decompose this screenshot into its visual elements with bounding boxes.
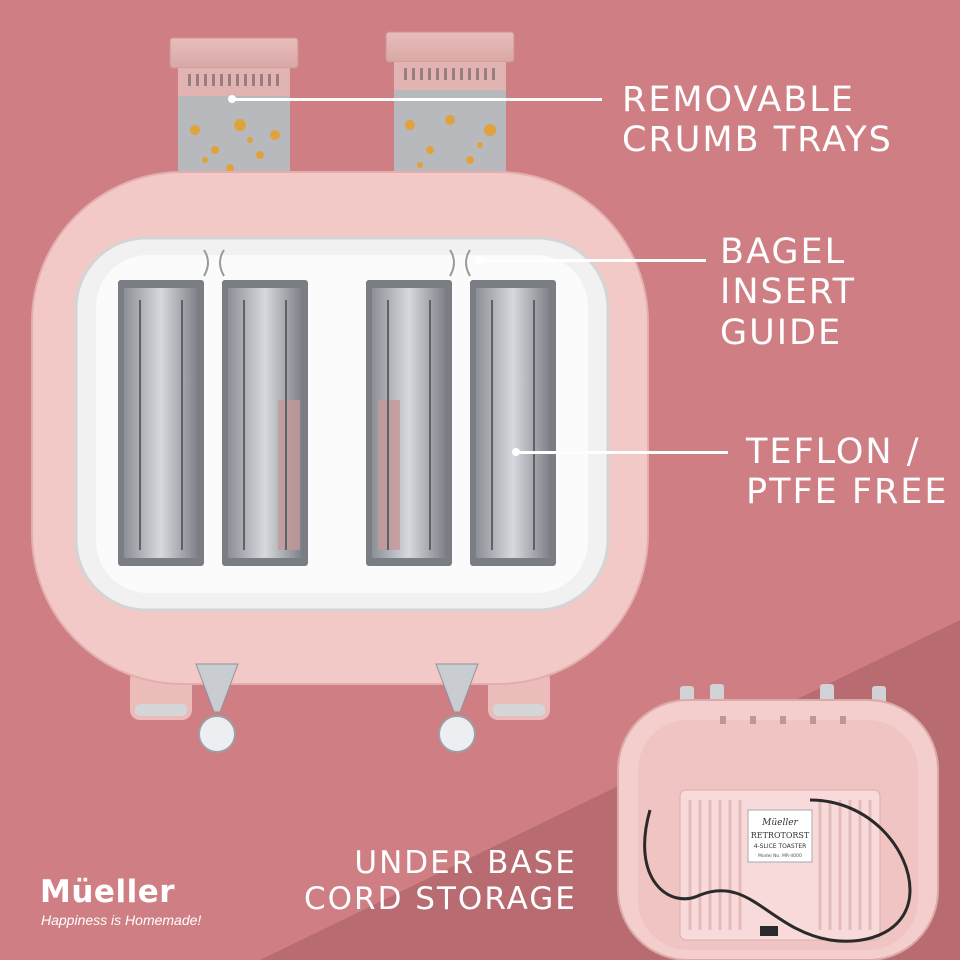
callout-teflon-line1: TEFLON / — [746, 432, 921, 472]
callout-bagel-line1: BAGEL — [720, 232, 847, 272]
crumb-tray-left — [169, 37, 299, 178]
lever-right — [435, 663, 479, 753]
bread-slots — [118, 280, 556, 566]
crumb-tray-right — [385, 31, 515, 178]
callout-bagel-line2: INSERT — [720, 272, 856, 313]
base-label-line1: RETROTORST — [751, 831, 810, 840]
callout-cord-storage: UNDER BASE CORD STORAGE — [304, 845, 577, 917]
callout-cord-line2: CORD STORAGE — [304, 880, 577, 917]
base-label-line3: Model No. MR-4000 — [758, 853, 802, 859]
callout-bagel-guide: BAGEL INSERT GUIDE — [720, 232, 856, 353]
base-label-line2: 4-SLICE TOASTER — [754, 843, 807, 850]
callout-crumb-line2: CRUMB TRAYS — [622, 120, 893, 161]
base-label-brand: Müeller — [761, 818, 798, 828]
bagel-guide-left — [203, 249, 225, 277]
lever-left — [195, 663, 239, 753]
callout-teflon-line2: PTFE FREE — [746, 472, 949, 513]
underside-image: Müeller RETROTORST 4-SLICE TOASTER Model… — [617, 684, 939, 960]
callout-leader-crumb — [232, 98, 602, 101]
callout-bagel-line3: GUIDE — [720, 312, 843, 353]
bagel-guide-right — [449, 249, 471, 277]
callout-crumb-line1: REMOVABLE — [622, 80, 855, 120]
brand-logo: Müeller — [40, 874, 176, 910]
callout-crumb-trays: REMOVABLE CRUMB TRAYS — [622, 80, 893, 161]
callout-leader-teflon — [516, 451, 728, 454]
brand-tagline: Happiness is Homemade! — [41, 912, 202, 928]
callout-leader-bagel — [480, 259, 706, 262]
callout-teflon: TEFLON / PTFE FREE — [746, 432, 949, 513]
callout-cord-line1: UNDER BASE — [354, 845, 577, 881]
